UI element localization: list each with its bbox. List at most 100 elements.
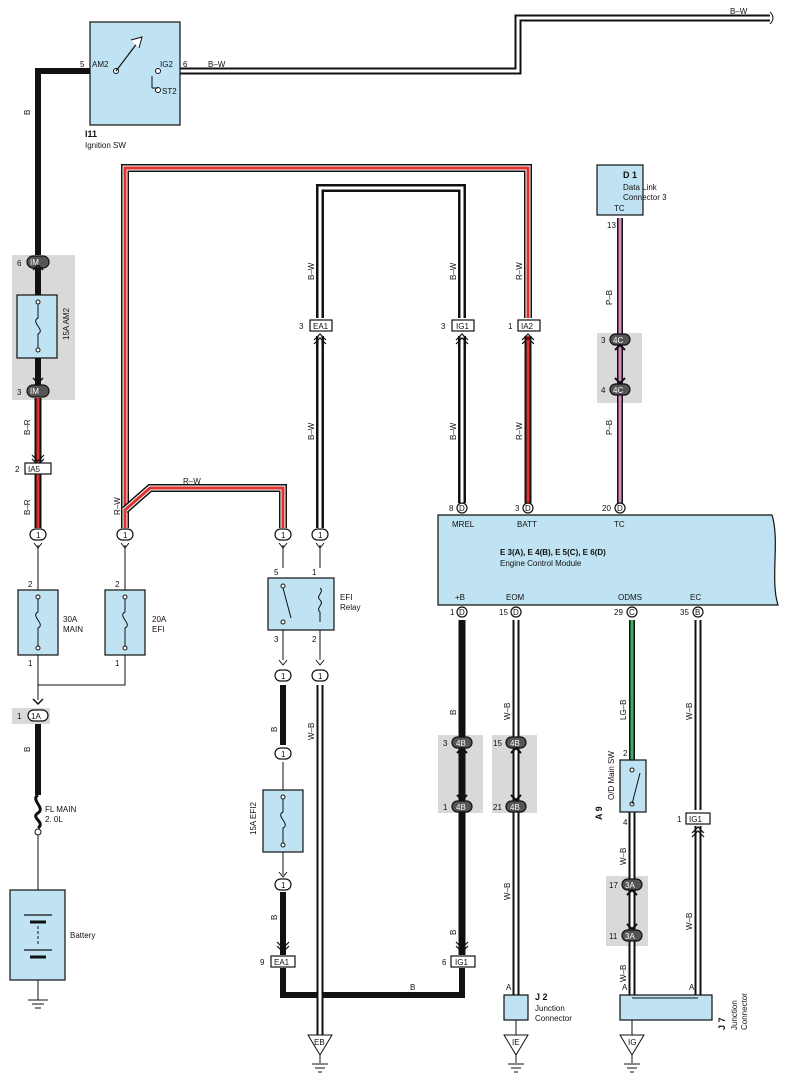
conn-3a-pin-bot: 11 — [609, 932, 618, 941]
conn-1a — [27, 698, 49, 722]
im-top-name: IM — [30, 258, 39, 267]
rw-route-label: R–W — [183, 477, 201, 486]
conn-4b-plusb — [451, 736, 473, 813]
dlc-pin-tc: TC — [614, 204, 625, 213]
conn-im-bot — [26, 377, 50, 398]
relay-p3: 3 — [274, 635, 279, 644]
ecm-b3-letter: C — [629, 608, 635, 617]
relay-oval-l: 1 — [281, 531, 286, 540]
ecm-p2-name: BATT — [517, 520, 537, 529]
efi2-oval-a-txt: 1 — [281, 750, 286, 759]
wire-label-plusb: B — [449, 710, 458, 715]
od-pin4: 4 — [623, 818, 628, 827]
fuse-efi-top: 2 — [115, 580, 120, 589]
ig-pin-st2: ST2 — [162, 87, 177, 96]
ig-pin5: 5 — [80, 60, 85, 69]
wire-label-eom: W–B — [503, 703, 512, 720]
fuse-efi2 — [262, 789, 304, 853]
wire-label-ia2b: R–W — [515, 422, 524, 440]
wire-label-ig1: B–W — [449, 262, 458, 280]
conn-4c — [609, 333, 631, 396]
ia2-top-name: IA2 — [521, 322, 534, 331]
conn-4b-eom — [505, 736, 527, 813]
wire-top-bw — [180, 11, 774, 75]
ig-code: I11 — [85, 129, 97, 139]
ground-ig-label: IG — [628, 1038, 636, 1047]
conn-4c-bot: 4C — [613, 386, 623, 395]
ground-eb-label: EB — [314, 1038, 325, 1047]
ecm-title: E 3(A), E 4(B), E 5(C), E 6(D) — [500, 548, 606, 557]
wire-rw-relay — [122, 484, 287, 528]
ground-ie-label: IE — [512, 1038, 520, 1047]
ecm-b4-letter: B — [695, 608, 700, 617]
ground-battery-icon — [28, 999, 48, 1009]
conn-4b-plusb-top: 4B — [456, 739, 466, 748]
conn-3a-pin-top: 17 — [609, 881, 618, 890]
wire-label-efi2-b: B — [270, 727, 279, 732]
battery-label: Battery — [70, 931, 95, 940]
conn-4b-plusb-pin-top: 3 — [443, 739, 448, 748]
efi2-oval-b-txt: 1 — [281, 881, 286, 890]
conn-4c-pin-top: 3 — [601, 336, 606, 345]
ecm-b2-name: EOM — [506, 593, 525, 602]
ea1-top-pin: 3 — [299, 322, 304, 331]
conn-3a — [621, 878, 643, 942]
conn-ia5 — [24, 454, 52, 475]
ecm-b1-num: 1 — [450, 608, 455, 617]
ig1-ec-pin: 1 — [677, 815, 682, 824]
ecm-p1-letter: D — [459, 504, 465, 513]
relay-p1: 1 — [312, 568, 317, 577]
ecm-p2-num: 3 — [515, 504, 520, 513]
ecm-b3-num: 29 — [614, 608, 623, 617]
fuse-efi — [104, 589, 146, 656]
junction-connector-j2 — [503, 994, 529, 1021]
battery — [9, 889, 66, 981]
ea1-top-name: EA1 — [313, 322, 329, 331]
conn-3a-bot: 3A — [625, 932, 635, 941]
dlc-pin-num: 13 — [607, 221, 616, 230]
fuse-main — [17, 589, 59, 656]
ecm-b1-name: +B — [455, 593, 465, 602]
ea1-bot-name: EA1 — [274, 958, 290, 967]
wire-label-pb: P–B — [605, 290, 614, 305]
wire-label-odms-wb2: W–B — [619, 965, 628, 982]
conn-ig1-top — [451, 319, 475, 345]
ecm-p1-num: 8 — [449, 504, 454, 513]
wire-label-b2: B — [23, 747, 32, 752]
ia2-top-pin: 1 — [508, 322, 513, 331]
top-wire-label-left: B–W — [208, 60, 226, 69]
oval-efi-txt: 1 — [123, 531, 128, 540]
wire-label-ia2: R–W — [515, 262, 524, 280]
wire-label-br2: B–R — [23, 499, 32, 515]
oval-efi — [116, 528, 134, 549]
wire-b-main — [35, 68, 90, 255]
wire-rw-loop — [121, 164, 532, 528]
wire-label-wb-eb: W–B — [307, 723, 316, 740]
fuse-efi-bot: 1 — [115, 659, 120, 668]
ecm-name: Engine Control Module — [500, 559, 582, 568]
data-link-connector — [596, 164, 644, 216]
ia5-name: IA5 — [28, 465, 41, 474]
wire-label-efi2-b2: B — [270, 915, 279, 920]
ecm-p2-letter: D — [525, 504, 531, 513]
ecm-b2-letter: D — [513, 608, 519, 617]
relay-oval-l2: 1 — [281, 672, 286, 681]
ground-ig-icon — [619, 1034, 645, 1073]
ignition-switch — [89, 21, 181, 126]
oval-main — [29, 528, 47, 549]
ecm-b1-letter: D — [459, 608, 465, 617]
ig1-top-pin: 3 — [441, 322, 446, 331]
od-pin2: 2 — [623, 749, 628, 758]
ig-pin-am2: AM2 — [92, 60, 109, 69]
ecm-p3-num: 20 — [602, 504, 611, 513]
wire-label-ec2: W–B — [685, 913, 694, 930]
fuse-main-top: 2 — [28, 580, 33, 589]
wire-label-odms-wb: W–B — [619, 848, 628, 865]
wire-label-bottom-b: B — [410, 983, 415, 992]
conn-4b-plusb-bot: 4B — [456, 803, 466, 812]
od-sw-code: A 9 — [594, 806, 604, 820]
conn-ea1-bot — [270, 941, 296, 968]
